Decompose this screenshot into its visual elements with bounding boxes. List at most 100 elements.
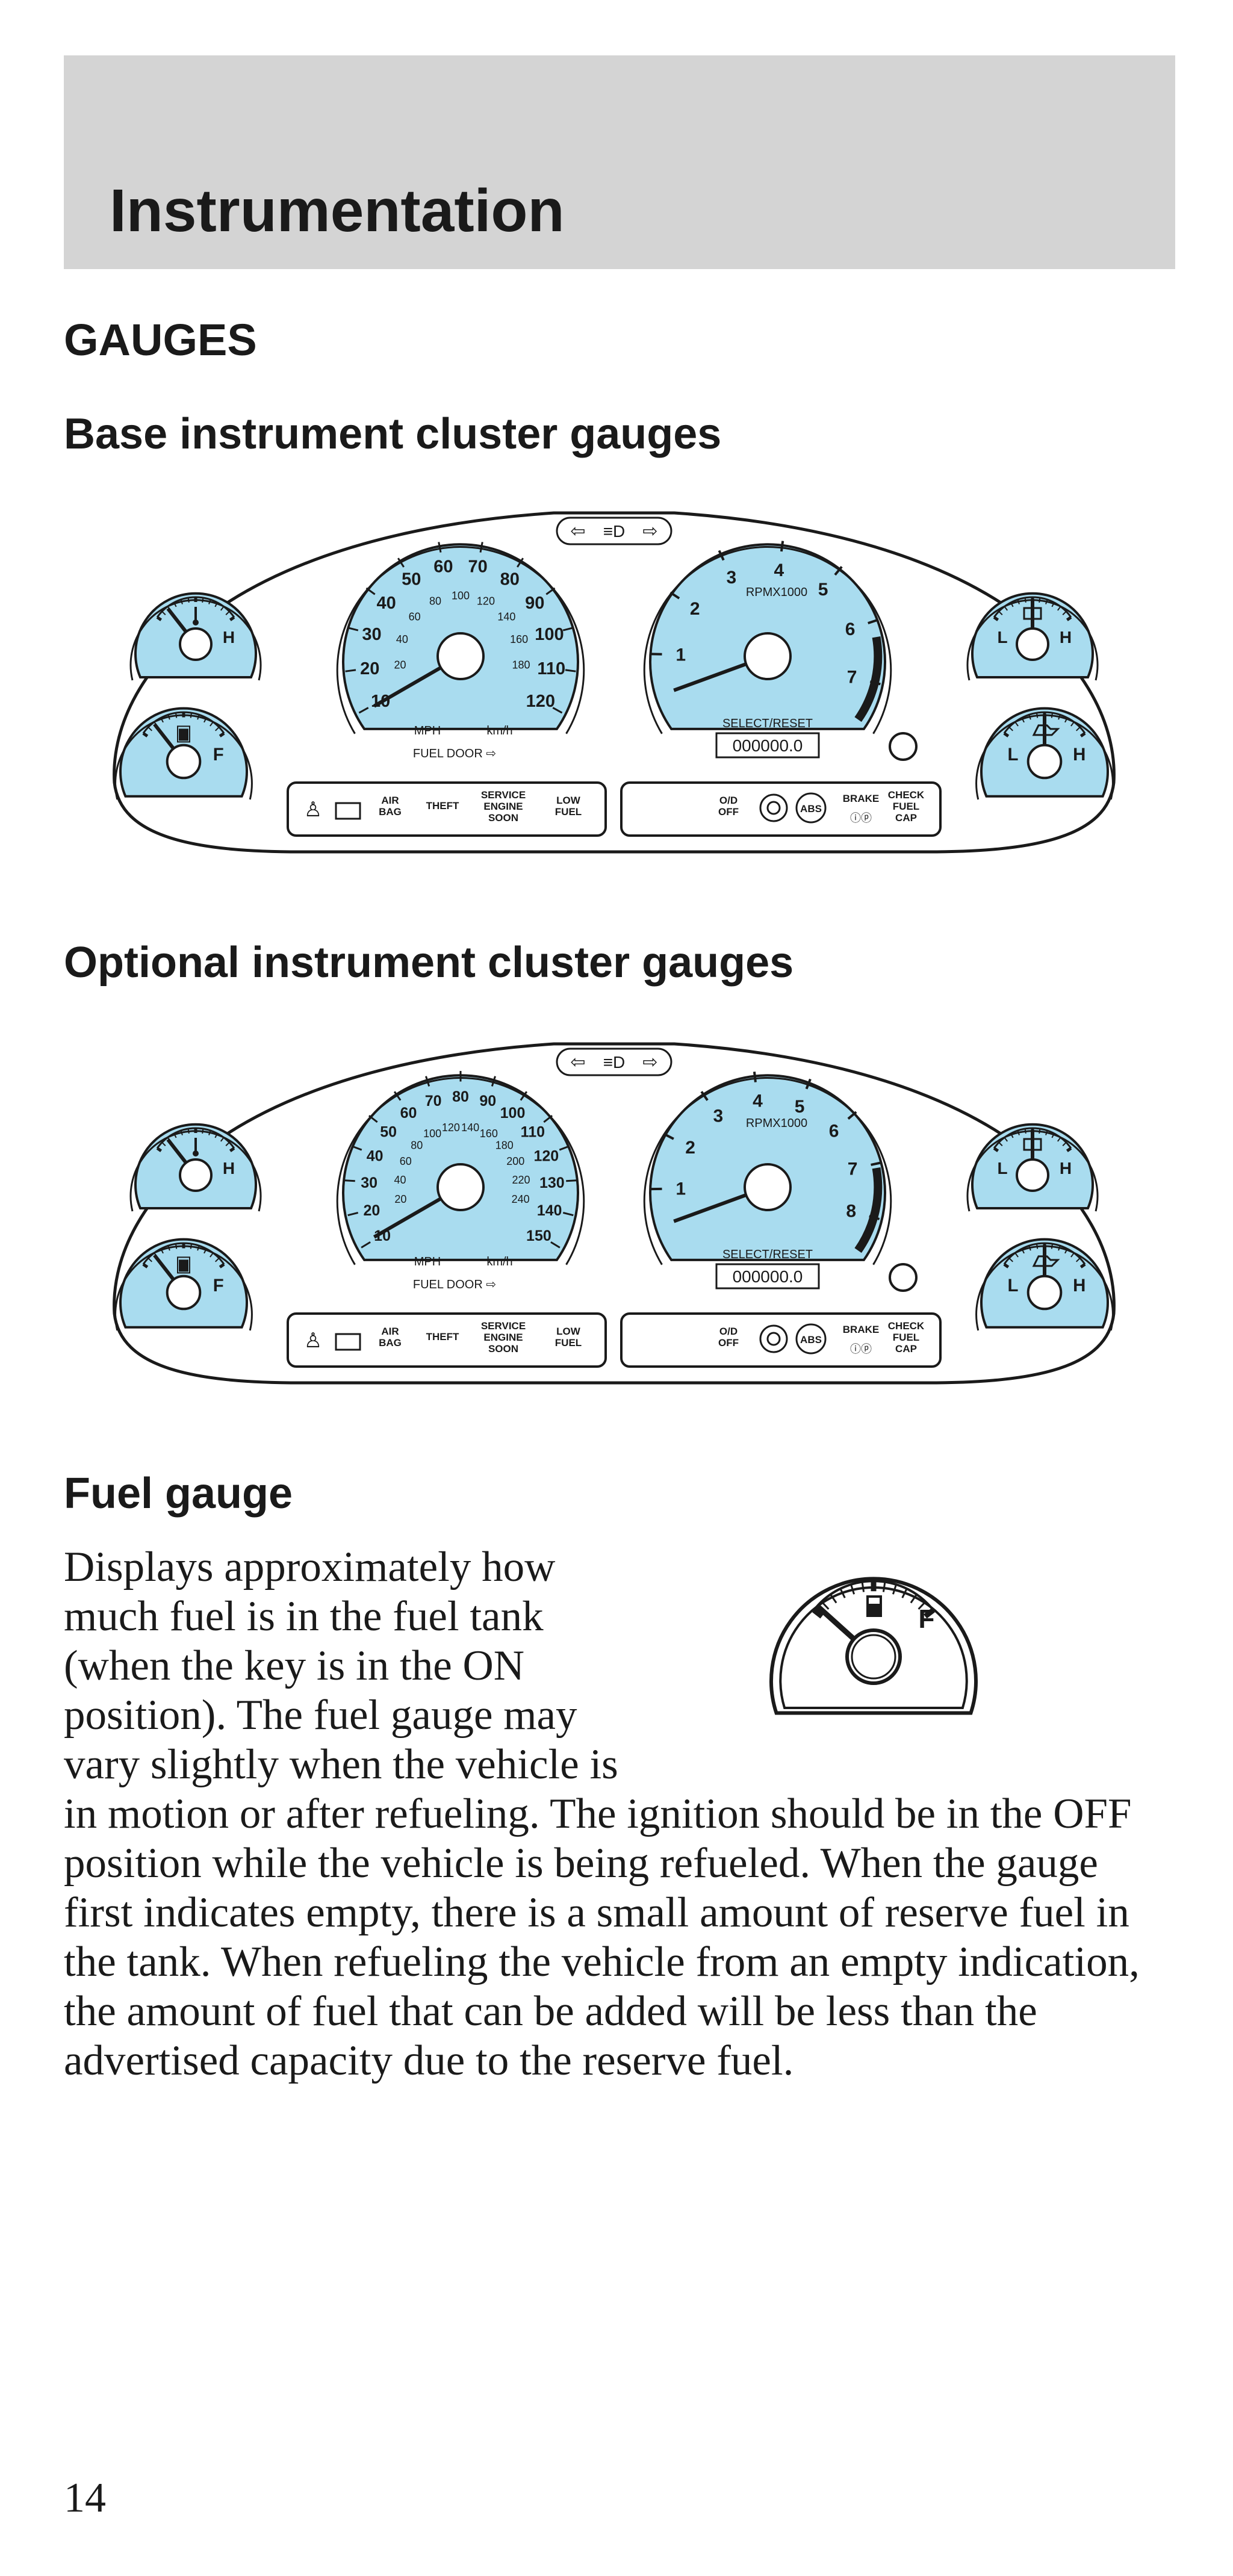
fuel-gauge-heading: Fuel gauge [64, 1470, 293, 1518]
oil-gauge-hub [1026, 743, 1063, 780]
fuel-gauge-tick [215, 1258, 220, 1262]
seatbelt-icon: ♙ [304, 798, 322, 821]
mph-tick [491, 1076, 496, 1087]
battery-gauge-tick [1024, 597, 1026, 603]
mph-tick [393, 1091, 402, 1101]
select-reset-label: SELECT/RESET [722, 1248, 813, 1261]
mph-tick [365, 587, 376, 595]
mph-tick-label: 60 [400, 1105, 417, 1122]
temp-gauge-hub [179, 627, 213, 661]
battery-gauge-tick [998, 1141, 1003, 1146]
left-turn-icon: ⇦ [570, 521, 585, 541]
battery-gauge-hub [1016, 627, 1049, 661]
battery-gauge-tick [1010, 602, 1014, 607]
temp-gauge-tick [220, 606, 225, 611]
fuel-gauge-tick [203, 1248, 207, 1254]
mph-tick-label: 70 [425, 1093, 442, 1110]
fuel-gauge-tick [142, 1262, 149, 1268]
battery-gauge-tick [1066, 616, 1072, 621]
rpm-tick-label: 5 [818, 580, 828, 600]
mph-tick-label: 140 [537, 1202, 562, 1219]
fuel-icon-tick [839, 1588, 846, 1598]
mph-tick [562, 627, 574, 632]
rpm-tick [663, 1133, 674, 1140]
temp-gauge-tick [161, 1141, 166, 1146]
rpm-tick-label: 3 [713, 1106, 724, 1126]
temp-gauge-tick [208, 599, 211, 604]
fuel-icon-tick [892, 1584, 897, 1595]
high-beam-icon: ≡D [603, 522, 626, 541]
mph-tick [559, 1145, 570, 1151]
turn-signal-indicators: ⇦≡D⇨ [556, 517, 672, 545]
oil-gauge-tick [1003, 731, 1010, 737]
oil-gauge-high-label: H [1073, 1276, 1085, 1296]
oil-gauge-high-label: H [1073, 745, 1085, 765]
high-beam-icon: ≡D [603, 1053, 626, 1072]
battery-gauge-tick [1045, 599, 1048, 604]
battery-gauge-tick [1017, 599, 1020, 604]
oil-gauge-tick [1028, 714, 1031, 720]
oil-gauge-tick [1021, 1248, 1025, 1254]
battery-gauge-high-label: H [1060, 1159, 1072, 1178]
fuel-gauge-tick [197, 1245, 200, 1251]
temp-gauge-tick [180, 599, 183, 604]
kmh-tick-label: 40 [396, 633, 408, 645]
temp-gauge-tick [229, 616, 235, 621]
speedometer-bezel [336, 546, 585, 734]
battery-gauge-tick [998, 610, 1003, 615]
chapter-header-band: Instrumentation [64, 55, 1175, 269]
mph-tick [520, 1091, 528, 1101]
select-reset-label: SELECT/RESET [722, 717, 813, 730]
kmh-tick-label: 160 [510, 633, 528, 645]
fuel-icon-tick [861, 1581, 865, 1592]
fuel-gauge: F [114, 707, 253, 800]
kmh-tick-label: 120 [442, 1122, 460, 1134]
oil-gauge-tick [1058, 714, 1061, 720]
fuel-icon-tick [850, 1584, 856, 1595]
mph-tick [543, 1114, 553, 1123]
warning-label: BRAKE [843, 1324, 879, 1335]
tachometer-hub [744, 1163, 792, 1211]
battery-gauge-tick [1057, 1137, 1061, 1142]
temp-gauge-tick [225, 1141, 230, 1146]
mph-tick-label: 90 [525, 594, 544, 613]
mph-tick-label: 110 [537, 659, 565, 678]
mph-tick [347, 627, 359, 632]
battery-gauge-tick [993, 1147, 999, 1152]
fuel-gauge-tick [160, 717, 164, 723]
battery-warning-icon [335, 802, 361, 820]
oil-gauge-tick [1058, 1245, 1061, 1251]
mph-tick [425, 1076, 430, 1087]
rpm-tick-label: 5 [795, 1097, 805, 1117]
kmh-tick-label: 140 [461, 1122, 479, 1134]
fuel-gauge-tick [197, 714, 200, 720]
temp-gauge-tick [156, 616, 163, 621]
right-turn-icon: ⇨ [642, 1052, 657, 1072]
kmh-tick-label: 100 [423, 1128, 441, 1140]
mph-tick-label: 50 [402, 570, 421, 589]
mph-tick [517, 557, 524, 568]
temp-gauge-tick [187, 1128, 190, 1134]
oil-gauge-tick [1076, 727, 1081, 731]
fuel-icon-tick [918, 1601, 927, 1610]
fuel-gauge-tick [160, 1248, 164, 1254]
oil-gauge-tick [1008, 1258, 1013, 1262]
kmh-tick-label: 180 [512, 659, 530, 671]
kmh-tick-label: 80 [411, 1139, 423, 1151]
mph-tick [479, 542, 483, 553]
tachometer-bezel [643, 1077, 892, 1265]
odometer-readout: 000000.0 [733, 736, 803, 755]
fuel-gauge-tick [148, 727, 152, 731]
mph-tick [397, 557, 405, 568]
fuel-gauge-tick [210, 1252, 214, 1258]
rpm-tick-label: 7 [848, 1159, 858, 1179]
fuel-gauge-tick [215, 727, 220, 731]
